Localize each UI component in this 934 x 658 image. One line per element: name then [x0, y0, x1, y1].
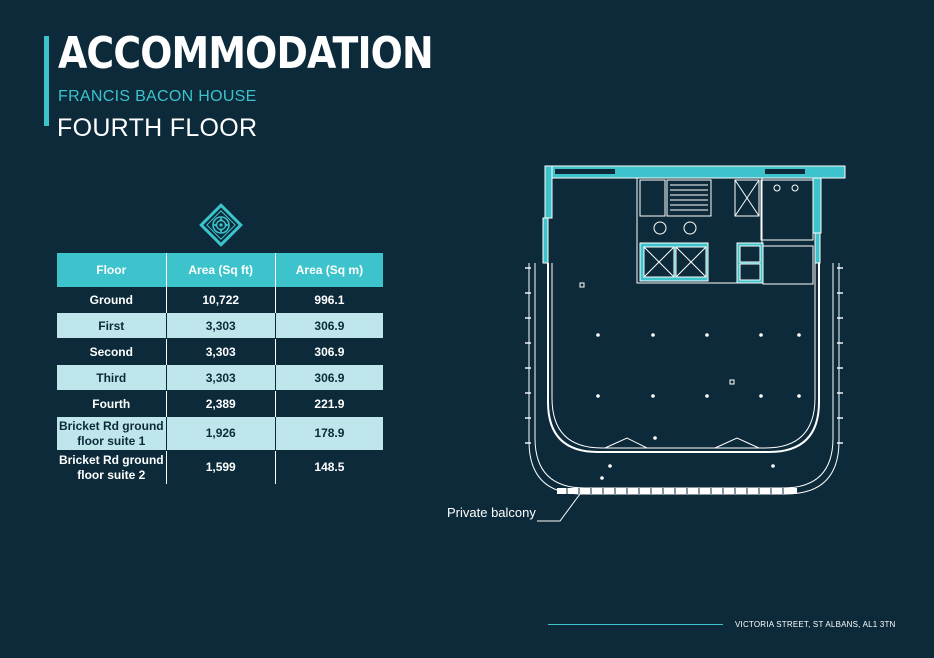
stairs: [666, 179, 712, 217]
footer-rule: [548, 624, 723, 625]
cell-sqm: 996.1: [274, 287, 383, 313]
accommodation-table: Floor Area (Sq ft) Area (Sq m) Ground 10…: [57, 253, 383, 484]
cell-floor: Third: [57, 364, 167, 391]
cell-floor: Second: [57, 338, 167, 365]
cell-sqft: 3,303: [165, 364, 276, 391]
building-name: FRANCIS BACON HOUSE: [58, 88, 257, 105]
table-row: Bricket Rd ground floor suite 2 1,599 14…: [57, 450, 383, 484]
table-row: Ground 10,722 996.1: [57, 287, 383, 313]
rose-emblem-icon: [199, 203, 243, 247]
table-header-row: Floor Area (Sq ft) Area (Sq m): [57, 253, 383, 287]
cell-floor: First: [57, 312, 167, 339]
header-floor: Floor: [57, 253, 167, 287]
right-upper-wall: [812, 177, 822, 234]
table-row: First 3,303 306.9: [57, 312, 383, 339]
floor-title: FOURTH FLOOR: [57, 114, 258, 142]
cell-floor: Bricket Rd ground floor suite 2: [57, 450, 167, 484]
left-upper-wall: [544, 165, 553, 219]
cell-floor: Fourth: [57, 390, 167, 417]
cell-sqft: 3,303: [165, 312, 276, 339]
private-balcony-label: Private balcony: [447, 505, 536, 520]
cell-sqm: 148.5: [274, 450, 383, 484]
cell-sqft: 3,303: [165, 338, 276, 365]
table-row: Third 3,303 306.9: [57, 364, 383, 391]
cell-sqft: 2,389: [165, 390, 276, 417]
table-row: Second 3,303 306.9: [57, 338, 383, 365]
cell-floor-line1: Bricket Rd ground: [58, 452, 164, 467]
cell-floor: Bricket Rd ground floor suite 1: [57, 416, 167, 451]
header-area-sqft: Area (Sq ft): [165, 253, 276, 287]
core-block: [636, 177, 763, 284]
cell-sqm: 178.9: [274, 416, 383, 451]
cell-sqm: 306.9: [274, 312, 383, 339]
cell-floor-line2: floor suite 2: [77, 467, 146, 482]
table-row: Fourth 2,389 221.9: [57, 390, 383, 417]
cell-sqm: 306.9: [274, 338, 383, 365]
cell-floor-line2: floor suite 1: [77, 433, 146, 448]
cell-floor-line1: Bricket Rd ground: [58, 418, 164, 433]
inner-floor-outline: [551, 263, 816, 449]
table-row: Bricket Rd ground floor suite 1 1,926 17…: [57, 416, 383, 451]
floor-plan: [525, 165, 846, 495]
page-title: ACCOMMODATION: [58, 28, 434, 79]
title-accent-bar: [44, 36, 49, 126]
footer-address: VICTORIA STREET, ST ALBANS, AL1 3TN: [735, 620, 896, 629]
cell-sqft: 1,926: [165, 416, 276, 451]
cell-floor: Ground: [89, 292, 133, 307]
cell-sqft: 1,599: [165, 450, 276, 484]
cell-sqm: 306.9: [274, 364, 383, 391]
cell-sqm: 221.9: [274, 390, 383, 417]
header-area-sqm: Area (Sq m): [274, 253, 383, 287]
balcony-outline: [534, 263, 834, 489]
cell-sqft: 10,722: [165, 287, 276, 313]
